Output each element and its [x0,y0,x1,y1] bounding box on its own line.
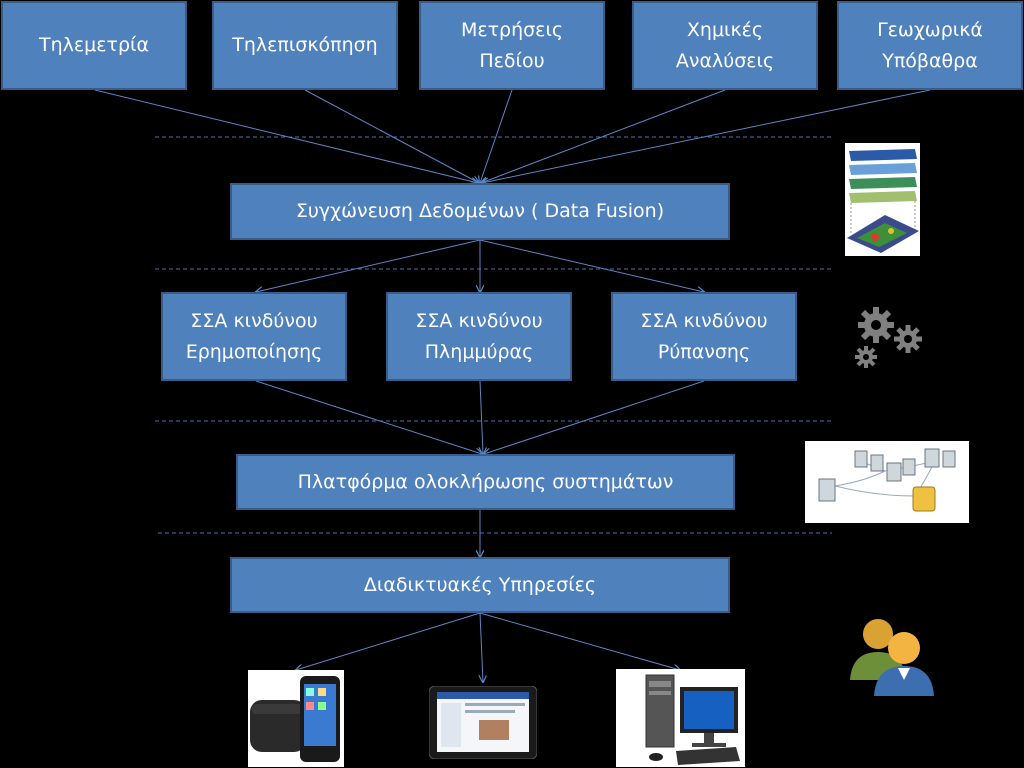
users-icon [850,619,934,696]
gears-icon [855,307,922,368]
source-box-telemetry: Τηλεμετρία [1,1,187,90]
source-label-line1: Μετρήσεις [460,19,564,42]
source-label-line2: Υπόβαθρα [882,49,978,72]
desktop-computer-icon [616,669,745,767]
integration-platform-box: Πλατφόρμα ολοκλήρωσης συστημάτων [236,454,735,510]
source-label-line1: Γεωχωρικά [877,19,983,42]
dss-label-line1: ΣΣΑ κινδύνου [190,310,318,333]
dss-label-line1: ΣΣΑ κινδύνου [415,310,543,333]
source-label-line2: Αναλύσεις [675,49,775,72]
web-services-box: Διαδικτυακές Υπηρεσίες [230,557,730,613]
source-label-line2: Πεδίου [479,49,545,72]
dss-label-line1: ΣΣΑ κινδύνου [640,310,768,333]
tablet-icon [429,686,537,759]
integration-platform-label: Πλατφόρμα ολοκλήρωσης συστημάτων [297,470,674,493]
data-fusion-box: Συγχώνευση Δεδομένων ( Data Fusion) [230,183,730,240]
dss-label-line2: Πλημμύρας [424,340,534,363]
layers-map-icon [845,143,920,256]
dashed-separators [155,136,832,534]
dss-label-line2: Ρύπανσης [657,340,751,363]
network-servers-icon [805,441,969,523]
dss-label-line2: Ερημοποίησης [185,340,323,363]
web-services-label: Διαδικτυακές Υπηρεσίες [363,573,597,596]
source-label: Τηλεμετρία [39,34,149,57]
data-fusion-label: Συγχώνευση Δεδομένων ( Data Fusion) [295,200,665,223]
smartphone-icon [248,670,344,767]
source-label: Τηλεπισκόπηση [232,34,378,57]
source-label-line1: Χημικές [686,19,764,42]
source-box-remote-sensing: Τηλεπισκόπηση [212,1,398,90]
